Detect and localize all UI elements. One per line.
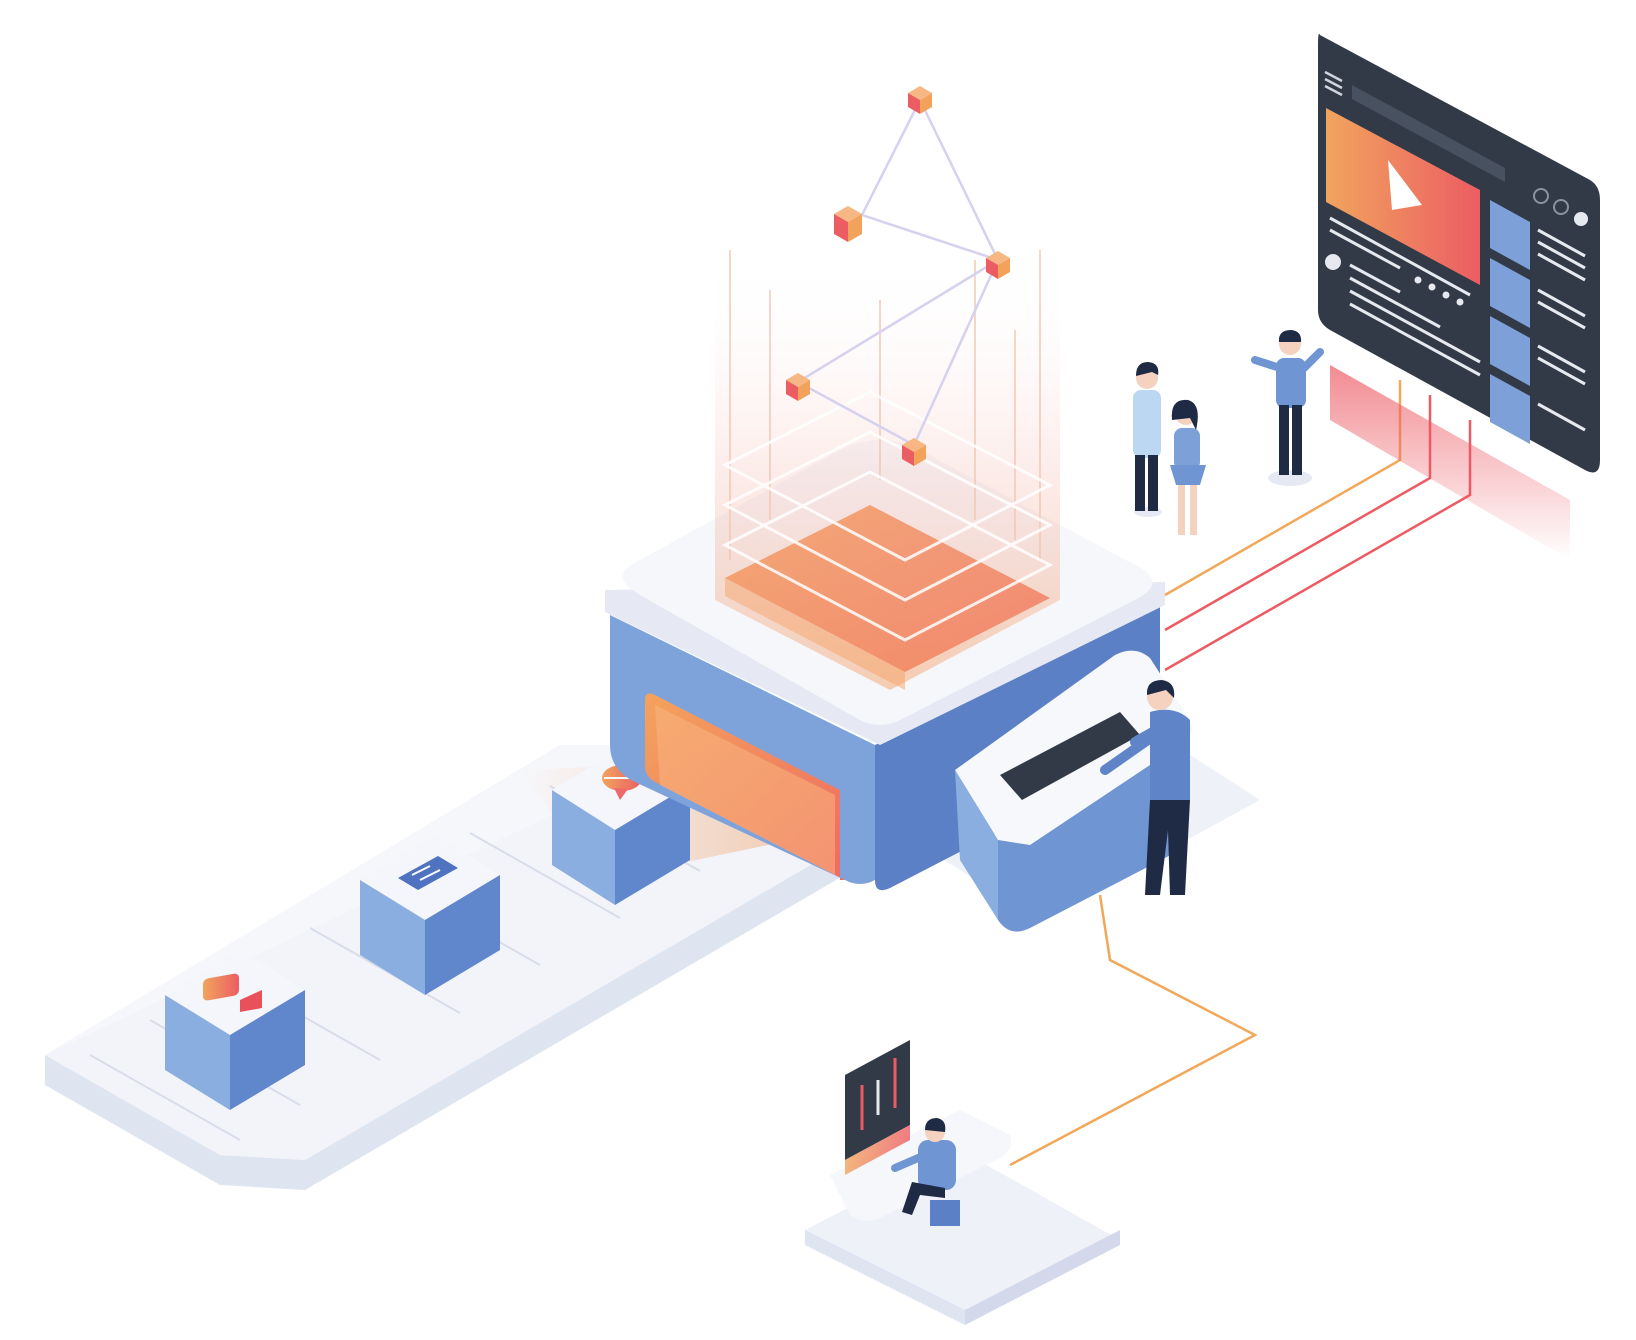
cube-video: [165, 950, 305, 1110]
person: [1251, 330, 1324, 486]
person: [1100, 680, 1190, 895]
network-node: [902, 438, 926, 466]
monitor-chart: [845, 1040, 910, 1175]
document-chart-icon: [398, 856, 458, 890]
cube-document: [360, 835, 500, 995]
control-panel: [955, 650, 1193, 932]
browser-window: [1318, 33, 1600, 560]
person: [1133, 362, 1162, 517]
hologram-network: [715, 86, 1060, 690]
person: [1170, 399, 1206, 535]
network-node: [786, 373, 810, 401]
network-node: [908, 86, 932, 114]
network-node: [986, 251, 1010, 279]
control-screen: [1000, 712, 1140, 800]
network-node: [834, 206, 862, 242]
person: [891, 1118, 960, 1226]
window-controls: [1533, 188, 1588, 226]
menu-icon: [1324, 70, 1343, 97]
video-camera-icon: [203, 973, 262, 1012]
play-icon: [1388, 160, 1422, 210]
